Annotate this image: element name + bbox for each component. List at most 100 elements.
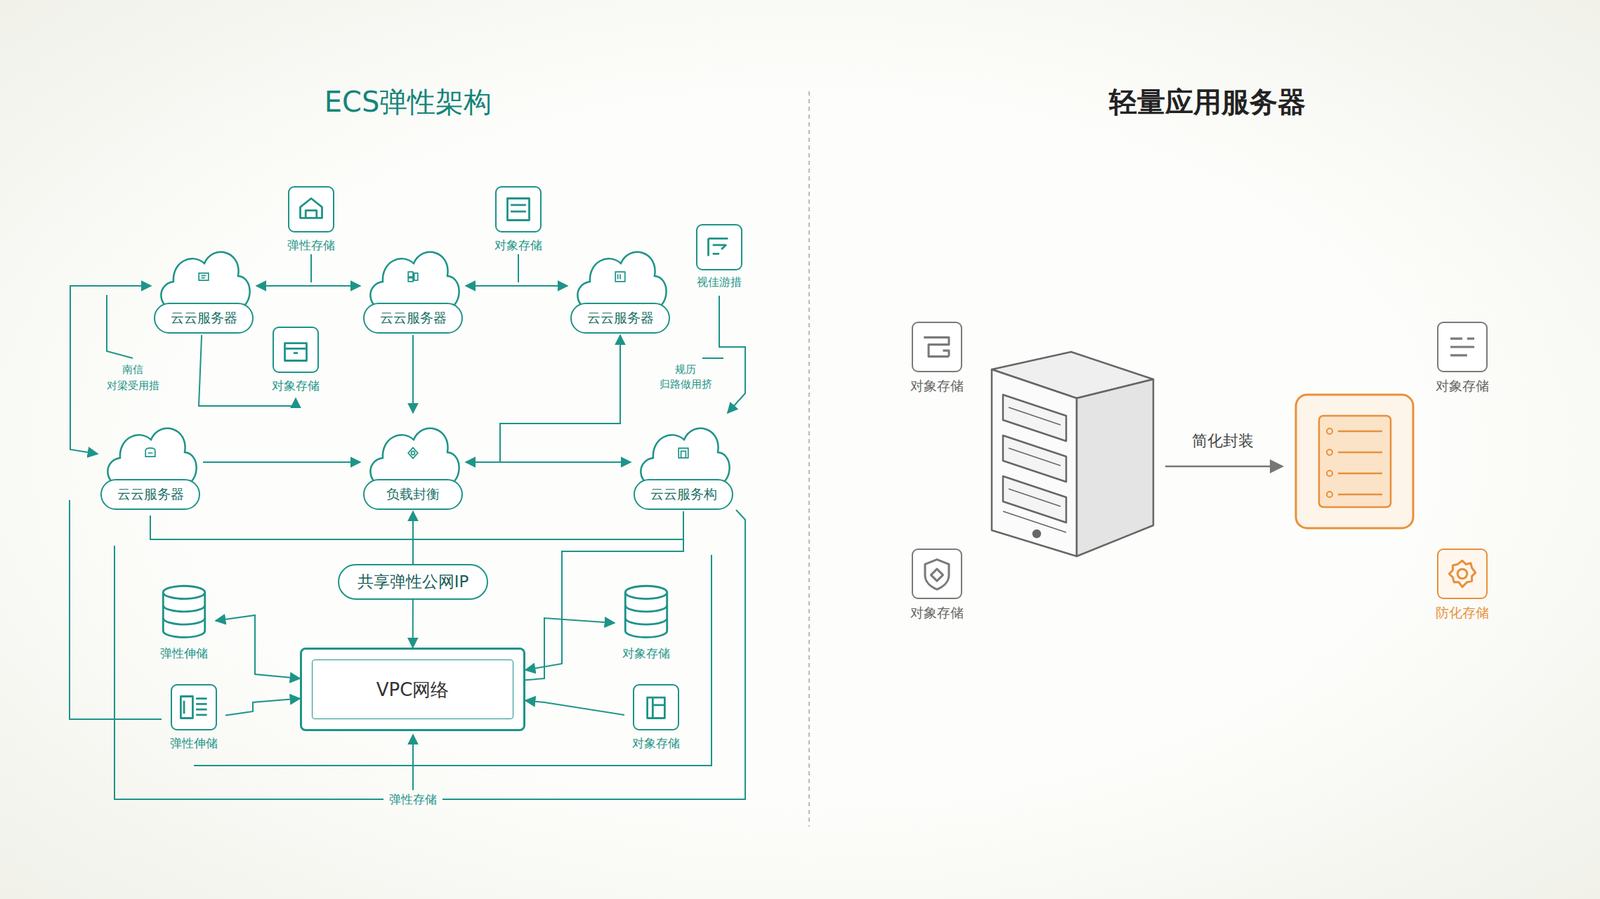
cloud-glyph	[408, 447, 418, 458]
cloud-outline	[370, 428, 459, 487]
cloud-glyph	[408, 271, 418, 282]
icon-node: 对象存储	[264, 326, 328, 399]
vpc-label: VPC网络	[302, 677, 524, 702]
wires	[69, 254, 746, 800]
icon-frame	[272, 326, 319, 373]
icon-node: 视佳游措	[687, 224, 751, 296]
ip-label: 共享弹性公网IP	[357, 572, 470, 591]
cylinder-top	[625, 585, 667, 599]
connector	[202, 461, 361, 463]
panel-title: 轻量应用服务器	[1109, 82, 1306, 122]
icon-node: 对象存储	[905, 321, 969, 398]
icon-node: 防化存储	[1430, 548, 1494, 625]
cylinder	[155, 584, 213, 641]
cloud-glyph	[198, 273, 209, 281]
icon-caption: 对象存储	[593, 645, 699, 662]
cloud-node: 云云服务器	[567, 236, 673, 336]
icon-caption: 弹性伸储	[131, 645, 237, 662]
icon-glyph-path	[647, 697, 666, 718]
icon-glyph	[913, 549, 961, 598]
icon-caption: 对象存储	[884, 377, 990, 396]
cylinder	[618, 584, 675, 641]
icon-glyph	[913, 323, 961, 371]
connector	[256, 285, 361, 287]
connector	[412, 599, 414, 648]
connector	[412, 335, 414, 413]
cylinder-band	[625, 618, 667, 625]
panel-title: ECS弹性架构	[324, 82, 493, 122]
annotation: 规历	[674, 363, 697, 377]
connector	[215, 615, 300, 679]
cloud-glyph-path	[678, 448, 689, 458]
icon-glyph-path	[180, 696, 207, 719]
icon-glyph	[273, 328, 318, 372]
cloud-label: 云云服务器	[363, 302, 463, 334]
icon-glyph-path	[923, 337, 949, 357]
connector	[525, 700, 625, 716]
icon-glyph-path	[925, 559, 949, 590]
icon-glyph	[634, 685, 678, 730]
cloud-glyph-path	[615, 271, 626, 282]
connector	[465, 285, 568, 287]
icon-glyph-path	[300, 198, 323, 219]
icon-frame	[287, 186, 335, 233]
cloud-label: 云云服务器	[153, 302, 254, 334]
vpc-box: VPC网络	[299, 647, 526, 732]
icon-caption: 对象存储	[1409, 377, 1516, 396]
cloud-node: 云云服务器	[151, 236, 257, 336]
icon-glyph-path	[285, 343, 307, 362]
icon-glyph	[1438, 323, 1487, 371]
icon-glyph	[289, 187, 333, 232]
cloud-outline	[640, 428, 730, 487]
icon-frame	[632, 684, 680, 731]
icon-frame	[696, 224, 743, 271]
icon-frame	[170, 684, 218, 731]
cloud-node: 云云服务器	[360, 236, 466, 336]
icon-caption: 防化存储	[1409, 604, 1516, 623]
cloud-glyph	[145, 448, 156, 457]
icon-glyph-path	[1450, 338, 1475, 356]
cloud-outline	[577, 252, 666, 310]
connector	[70, 285, 152, 454]
icon-caption: 弹性存储	[258, 237, 364, 254]
icon-node: 弹性存储	[279, 186, 343, 258]
simplify-arrow	[1165, 465, 1283, 468]
cylinder-band	[162, 605, 205, 612]
divider	[808, 91, 810, 827]
connector	[719, 295, 746, 413]
icon-frame	[1437, 321, 1488, 373]
icon-caption: 弹性伸储	[141, 735, 247, 752]
database-symbol	[155, 584, 213, 641]
icon-glyph-path	[507, 198, 530, 221]
cloud-node: 负载封衡	[360, 412, 466, 512]
icon-frame	[911, 321, 963, 373]
cloud-label: 云云服务器	[100, 479, 201, 510]
cloud-outline	[107, 428, 196, 487]
icon-node: 弹性伸储	[162, 684, 226, 756]
cloud-label: 云云服务构	[633, 479, 734, 510]
ip-pill: 共享弹性公网IP	[337, 564, 489, 600]
cloud-glyph-path	[408, 447, 418, 458]
cloud-node: 云云服务构	[630, 412, 737, 512]
icon-frame	[911, 548, 963, 600]
icon-caption: 对象存储	[465, 237, 572, 254]
cloud-glyph	[615, 271, 626, 282]
cloud-glyph-path	[145, 448, 156, 457]
cylinder-band	[625, 605, 667, 612]
cloud-node: 云云服务器	[97, 412, 203, 512]
icon-caption: 视佳游措	[666, 275, 772, 291]
cloud-label: 负载封衡	[363, 479, 463, 510]
icon-caption: 对象存储	[884, 604, 990, 623]
connector	[525, 618, 615, 680]
server-illustration	[991, 351, 1154, 557]
annotation: 归路做用挤	[659, 377, 713, 392]
cloud-glyph-path	[198, 273, 209, 281]
icon-glyph	[496, 187, 541, 232]
icon-frame	[1437, 548, 1488, 600]
light-server-box	[1295, 394, 1414, 529]
icon-node: 对象存储	[1430, 321, 1494, 398]
connector	[225, 698, 300, 716]
